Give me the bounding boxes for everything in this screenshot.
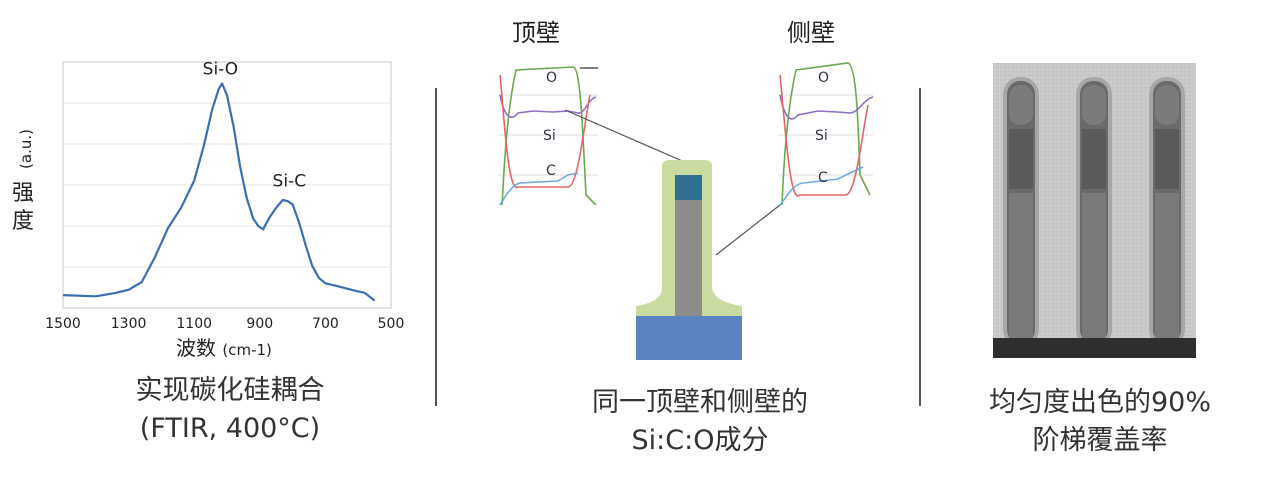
y-axis-label: 强度 <box>12 180 52 236</box>
ftir-caption-line1: 实现碳化硅耦合 <box>135 375 325 406</box>
o-trace <box>501 66 597 206</box>
o-trace <box>781 62 871 206</box>
pillar-cap <box>1155 129 1179 189</box>
top-wall-label: 顶壁 <box>512 19 560 47</box>
pillar-top <box>1009 85 1033 125</box>
side-wall-label: 侧壁 <box>787 19 835 47</box>
x-tick-label: 700 <box>312 316 339 332</box>
ftir-caption-line2: (FTIR, 400°C) <box>139 413 321 444</box>
pillar-cap <box>1009 129 1033 189</box>
composition-caption: 同一顶壁和侧壁的 Si:C:O成分 <box>530 384 870 460</box>
substrate <box>636 316 742 360</box>
inset-label-c: C <box>818 170 828 186</box>
series-line-group <box>62 82 376 302</box>
connector-side <box>715 204 781 256</box>
composition-diagram: O Si C O Si C <box>498 55 874 360</box>
side-wall-profile-inset: O Si C <box>778 55 874 215</box>
pillar-top <box>1155 85 1179 125</box>
x-tick-label: 900 <box>246 316 273 332</box>
tem-micrograph <box>993 63 1196 358</box>
inset-label-o: O <box>818 70 829 86</box>
y-axis-label-main: 强度 <box>12 181 35 234</box>
inset-label-o: O <box>546 70 557 86</box>
c-trace <box>499 74 591 189</box>
series-line-0 <box>62 82 376 302</box>
x-axis-label: 波数 (cm-1) <box>176 332 272 361</box>
x-axis-label-main: 波数 <box>176 336 216 360</box>
x-tick-label: 500 <box>378 316 405 332</box>
tem-caption: 均匀度出色的90% 阶梯覆盖率 <box>930 384 1270 460</box>
cap-layer <box>675 175 702 200</box>
extra-trace <box>499 172 579 206</box>
ftir-caption: 实现碳化硅耦合 (FTIR, 400°C) <box>60 372 400 448</box>
x-tick-label: 1300 <box>111 316 147 332</box>
inset-label-c: C <box>546 163 556 179</box>
pillar-core <box>1155 193 1179 339</box>
pillar-cap <box>1082 129 1106 189</box>
peak-label: Si-C <box>273 172 307 192</box>
core-pillar <box>675 200 702 316</box>
inset-label-si: Si <box>815 128 828 144</box>
inset-label-si: Si <box>543 128 556 144</box>
connector-top <box>564 109 688 164</box>
x-tick-labels: 1500 1300 1100 900 700 500 <box>45 316 404 332</box>
x-tick-label: 1100 <box>176 316 212 332</box>
extra-trace <box>779 166 864 206</box>
pillar-top <box>1082 85 1106 125</box>
composition-caption-line2: Si:C:O成分 <box>631 425 769 456</box>
tem-pillars <box>1003 77 1185 347</box>
divider-left <box>435 88 437 406</box>
x-axis-label-unit: (cm-1) <box>222 341 272 359</box>
top-wall-profile-inset: O Si C <box>498 55 598 215</box>
si-trace <box>779 94 874 120</box>
composition-caption-line1: 同一顶壁和侧壁的 <box>592 387 808 418</box>
x-tick-label: 1500 <box>45 316 81 332</box>
pillar-core <box>1082 193 1106 339</box>
c-trace <box>779 74 869 197</box>
tem-caption-line1: 均匀度出色的90% <box>988 387 1211 418</box>
peak-label: Si-O <box>203 59 239 79</box>
pillar-core <box>1009 193 1033 339</box>
tem-caption-line2: 阶梯覆盖率 <box>1032 425 1168 456</box>
cross-section-structure <box>636 160 742 360</box>
tem-base <box>993 338 1196 358</box>
peak-annotations: Si-O Si-C <box>203 59 306 191</box>
ftir-chart: 1500 1300 1100 900 700 500 Si-O Si-C <box>45 59 404 332</box>
divider-right <box>919 88 921 406</box>
grid-lines <box>63 102 391 268</box>
